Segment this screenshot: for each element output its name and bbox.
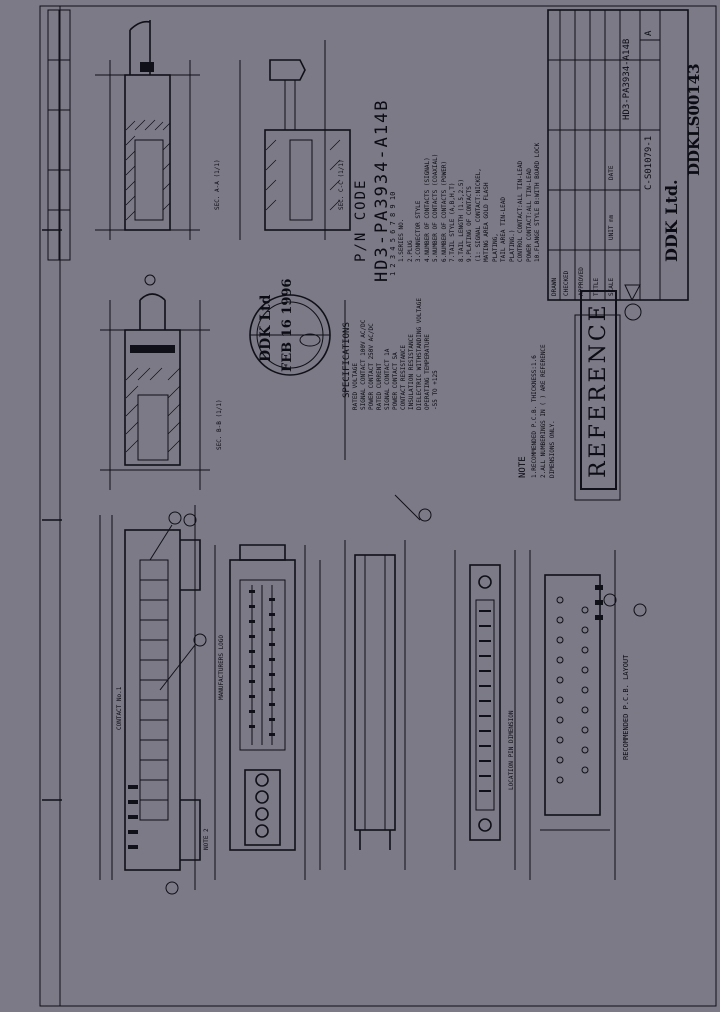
tb-row-label: UNIT mm	[608, 214, 615, 240]
spec-item: DIELECTRIC WITHSTANDING VOLTAGE	[416, 298, 423, 410]
pn-item: 6.NUMBER OF CONTACTS (POWER)	[440, 160, 448, 262]
spec-item: -55 TO +125	[432, 370, 439, 410]
pn-item: 2.PLUG	[406, 240, 414, 262]
spec-items: RATED VOLTAGE SIGNAL CONTACT 100V AC/DC …	[352, 298, 440, 410]
section-view-top	[95, 20, 200, 240]
tb-row-label: SCALE	[608, 277, 615, 296]
top-view	[214, 544, 321, 880]
title-block	[547, 9, 689, 321]
note-items: 1.RECOMMENDED P.C.B. THICKNESS:1.6 2.ALL…	[530, 344, 557, 478]
note-item: DIMENSIONS ONLY.	[549, 420, 556, 478]
section-view-middle	[100, 274, 210, 490]
pcb-layout	[529, 550, 617, 880]
pn-item: 4.NUMBER OF CONTACTS (SIGNAL)	[423, 157, 431, 262]
tb-row-label: TITLE	[593, 277, 600, 296]
pn-code-digits: 1 2 3 4 5 6 7 8 9 10	[389, 191, 397, 276]
revision-strip	[47, 9, 71, 261]
pn-item: PLATING,	[491, 233, 499, 262]
pn-item: 9.PLATING OF CONTACTS	[466, 186, 473, 262]
pn-item: 3.CONNECTOR STYLE	[415, 200, 422, 262]
company-name: DDK Ltd.	[662, 179, 681, 262]
drawing-number: C-S01079-1	[644, 135, 654, 190]
pn-item: 8.TAIL LENGTH (1.5,2.5)	[457, 178, 465, 262]
spec-item: RATED CURRENT	[376, 363, 383, 410]
reference-frame	[574, 314, 621, 501]
revision-letter: A	[644, 30, 654, 36]
location-pin-label: LOCATION PIN DIMENSION	[508, 710, 515, 790]
spec-item: INSULATION RESISTANCE	[408, 334, 415, 410]
contact-no1-label: CONTACT No.1	[116, 686, 123, 730]
spec-item: SIGNAL CONTACT 1A	[384, 348, 391, 410]
leader-balloons	[394, 494, 647, 617]
pn-item: 1.SERIES NO.	[398, 218, 405, 262]
spec-heading: SPECIFICATIONS	[342, 322, 352, 398]
document-number: DDKLS00143	[685, 63, 703, 176]
pn-item: TAIL AREA TIN-LEAD	[500, 196, 507, 262]
spec-item: OPERATING TEMPERATURE	[424, 334, 431, 410]
spec-item: RATED VOLTAGE	[352, 363, 359, 410]
pn-item: PLATING.)	[508, 229, 516, 262]
pn-item: (1: SIGNAL CONTACT:NICKEL,	[474, 168, 482, 262]
sheet-frame	[39, 5, 717, 1007]
date-stamp	[249, 294, 331, 376]
note-item: 2.ALL NUMBERINGS IN ( ) ARE REFERENCE	[540, 344, 547, 478]
title-part-number: HD3-PA3934-A14B	[622, 38, 632, 120]
pn-item: 5.NUMBER OF CONTACTS (COAXIAL)	[432, 153, 439, 262]
pcb-layout-label: RECOMMENDED P.C.B. LAYOUT	[622, 654, 630, 760]
pn-item: 7.TAIL STYLE (A,B,H,T)	[449, 182, 456, 262]
reference-stamp: REFERENCE	[580, 290, 617, 490]
stamp-date: FEB 16 1996	[280, 278, 295, 372]
tb-row-label: CHECKED	[563, 270, 570, 296]
tb-row-label: DATE	[608, 165, 615, 180]
tb-row-label: DRAWN	[551, 277, 558, 296]
tb-row-label: APPROVED	[578, 267, 585, 296]
logo-label: MANUFACTURERS LOGO	[218, 634, 225, 700]
spec-item: POWER CONTACT 250V AC/DC	[368, 323, 375, 410]
section-a-label: SEC. A-A (1/1)	[214, 159, 221, 210]
pn-item: 10.FLANGE STYLE B:WITH BOARD LOCK	[534, 142, 541, 262]
pn-code-items: 1.SERIES NO. 2.PLUG 3.CONNECTOR STYLE 4.…	[398, 143, 543, 262]
pin-view	[454, 550, 516, 870]
section-c-label: SEC. C-C (1/1)	[338, 159, 345, 210]
note2-label: NOTE 2	[203, 828, 210, 850]
spec-item: POWER CONTACT 5A	[392, 352, 399, 410]
front-view	[99, 505, 207, 895]
stamp-company: DDK Ltd	[258, 294, 274, 362]
side-view	[344, 540, 406, 870]
pn-item: CONTROL CONTACT:ALL TIN-LEAD	[517, 160, 524, 262]
pn-item: POWER CONTACT:ALL TIN-LEAD	[525, 168, 533, 262]
spec-item: CONTACT RESISTANCE	[400, 344, 407, 410]
pn-item: MATING AREA GOLD FLASH	[483, 182, 490, 262]
spec-item: SIGNAL CONTACT 100V AC/DC	[360, 319, 367, 410]
pn-code-heading: P/N CODE	[353, 178, 369, 262]
section-b-label: SEC. B-B (1/1)	[216, 399, 223, 450]
note-heading: NOTE	[518, 456, 528, 478]
note-item: 1.RECOMMENDED P.C.B. THICKNESS:1.6	[531, 355, 538, 478]
contact-profile-top	[239, 40, 351, 240]
